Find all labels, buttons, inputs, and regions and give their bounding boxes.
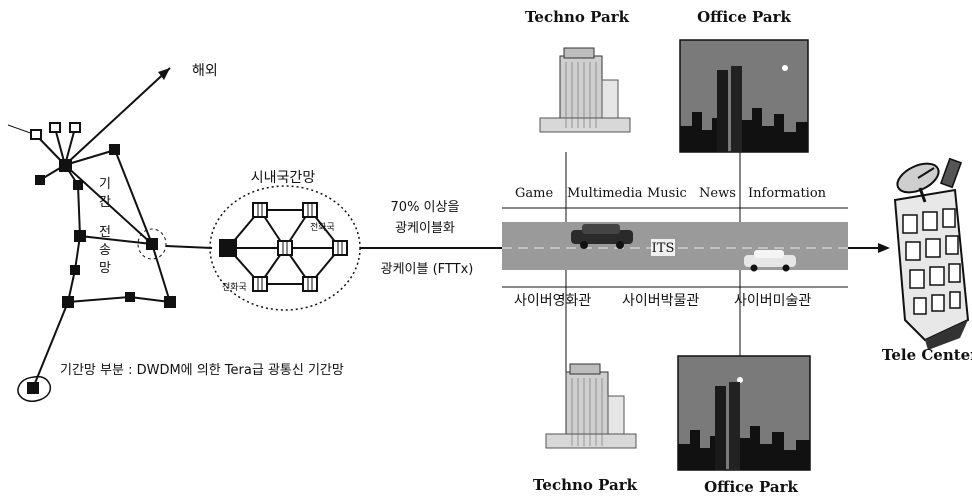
techno-park-label-bottom: Techno Park xyxy=(533,476,638,494)
techno-park-label-top: Techno Park xyxy=(525,8,630,26)
techno-park-bottom: Techno Park xyxy=(533,363,638,494)
office-tower-icon xyxy=(539,47,631,133)
trunk-arrow xyxy=(878,243,890,253)
fiber-cable-label: 광케이블 (FTTx) xyxy=(381,262,474,277)
tele-center: Tele Center xyxy=(882,157,972,364)
satellite-building-icon xyxy=(893,157,970,350)
office-park-bottom: Office Park xyxy=(677,355,811,496)
city-skyline-icon xyxy=(677,355,811,471)
service-multimedia: Multimedia xyxy=(567,186,643,201)
service-music: Music xyxy=(647,186,687,201)
service-information: Information xyxy=(748,186,827,201)
car-icon xyxy=(744,250,796,272)
tele-center-label: Tele Center xyxy=(882,346,972,364)
city-skyline-icon xyxy=(679,39,809,153)
office-label-right: 전화국 xyxy=(310,222,335,233)
office-park-top: Office Park xyxy=(679,8,809,153)
service-game: Game xyxy=(515,186,553,201)
cyber-museum: 사이버박물관 xyxy=(622,293,699,309)
backbone-caption: 기간망 부분 : DWDM에 의한 Tera급 광통신 기간망 xyxy=(60,363,344,378)
backbone-char-1: 간 xyxy=(99,195,111,210)
backbone-network: 해외 기 간 전 송 망 기간망 부분 : DWDM에 의한 Tera급 광통신… xyxy=(7,63,344,402)
office-park-label-bottom: Office Park xyxy=(704,478,798,496)
cyber-gallery: 사이버미술관 xyxy=(734,293,811,309)
fiber-pct-line1: 70% 이상을 xyxy=(391,200,460,215)
cyber-cinema: 사이버영화관 xyxy=(514,293,591,309)
car-icon xyxy=(571,224,633,249)
backbone-char-2: 전 xyxy=(99,225,111,240)
office-tower-icon xyxy=(545,363,637,449)
service-news: News xyxy=(699,186,736,201)
backbone-city-link xyxy=(165,245,213,249)
service-band: ITS Game Multimedia Music News Informati… xyxy=(502,152,848,428)
intra-city-label: 시내국간망 xyxy=(251,170,316,186)
intra-city-network: 시내국간망 전화국 전화국 xyxy=(209,170,361,311)
overseas-label: 해외 xyxy=(192,63,218,79)
backbone-char-4: 망 xyxy=(99,261,111,276)
techno-park-top: Techno Park xyxy=(525,8,631,133)
backbone-char-0: 기 xyxy=(99,177,111,192)
backbone-char-3: 송 xyxy=(99,243,111,258)
its-label: ITS xyxy=(652,241,675,256)
fiber-pct-line2: 광케이블화 xyxy=(395,221,455,236)
office-label-left: 전화국 xyxy=(222,282,247,293)
office-park-label-top: Office Park xyxy=(697,8,791,26)
